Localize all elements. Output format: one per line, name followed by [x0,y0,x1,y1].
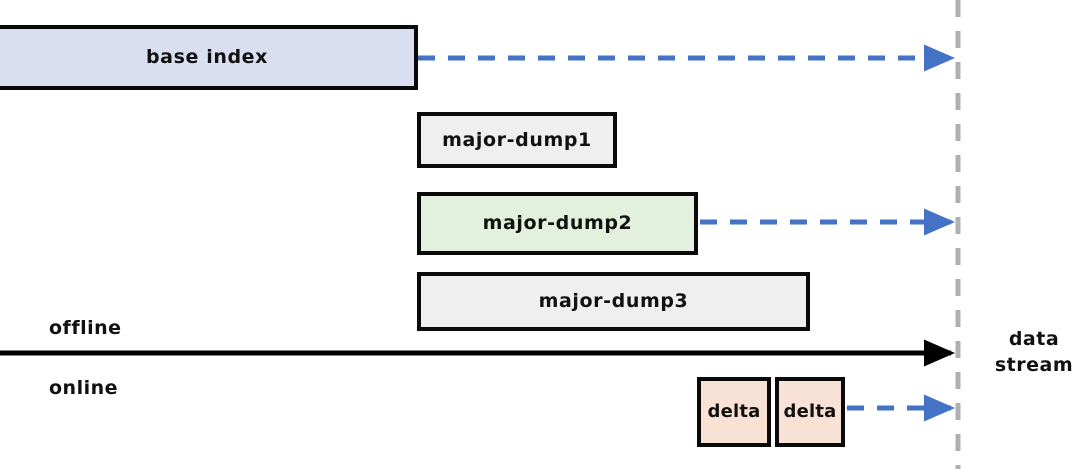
box-major-dump1[interactable]: major-dump1 [417,112,617,168]
label-data-stream-line1: data [1008,328,1060,350]
box-base-index[interactable]: base index [0,25,418,90]
label-offline: offline [49,317,122,339]
box-major-dump3[interactable]: major-dump3 [417,272,810,331]
box-major-dump1-label: major-dump1 [442,128,592,151]
box-delta-1[interactable]: delta [697,377,771,447]
box-delta-2[interactable]: delta [775,377,845,447]
box-delta-1-label: delta [707,401,761,423]
label-data-stream: data stream [993,327,1075,378]
box-major-dump2-label: major-dump2 [482,212,633,235]
box-major-dump3-label: major-dump3 [538,290,689,313]
box-delta-2-label: delta [783,401,837,423]
box-base-index-label: base index [145,46,268,69]
box-major-dump2[interactable]: major-dump2 [417,192,698,255]
label-data-stream-line2: stream [994,353,1074,376]
label-online: online [49,377,119,399]
